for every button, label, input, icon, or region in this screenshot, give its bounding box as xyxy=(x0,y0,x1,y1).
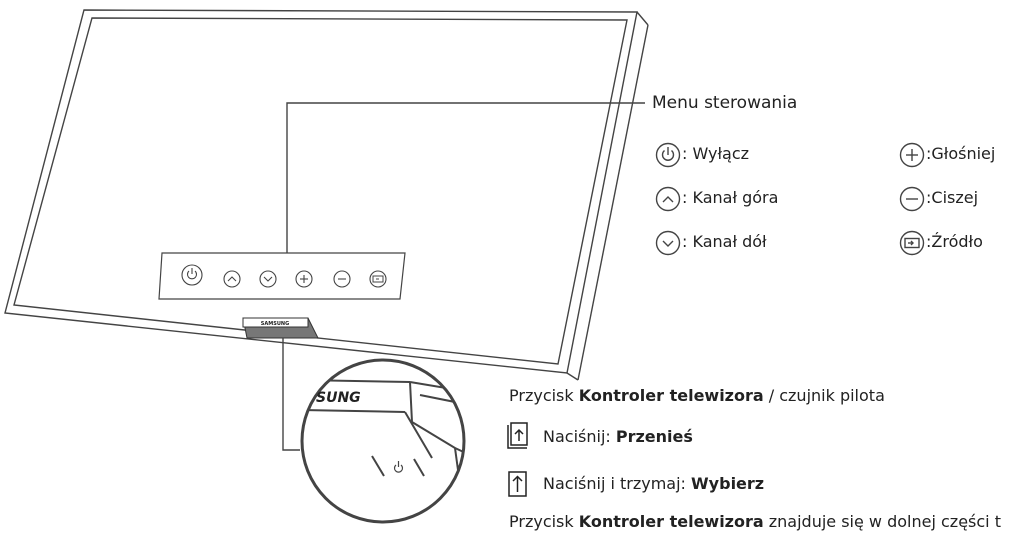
controller-note-prefix: Przycisk xyxy=(509,512,579,531)
panel-volume-down-button[interactable] xyxy=(333,270,351,288)
controller-heading-prefix: Przycisk xyxy=(509,386,579,405)
press-action: Przenieś xyxy=(615,427,693,446)
minus-icon xyxy=(899,186,925,212)
volume-down-label: :Ciszej xyxy=(926,188,979,207)
power-label: : Wyłącz xyxy=(682,144,750,163)
press-hold-select-icon xyxy=(508,471,527,497)
hold-instruction: Naciśnij i trzymaj: Wybierz xyxy=(543,474,764,493)
tv-frame xyxy=(4,9,649,381)
power-icon xyxy=(655,142,681,168)
source-label: :Źródło xyxy=(926,232,983,251)
zoom-leader-line xyxy=(282,338,300,451)
controller-note-suffix: znajduje się w dolnej części t xyxy=(763,512,1001,531)
plus-icon xyxy=(899,142,925,168)
controller-heading-suffix: / czujnik pilota xyxy=(763,386,885,405)
press-move-icon xyxy=(507,422,528,449)
tv-logo-block: SAMSUNG xyxy=(242,317,319,339)
zoom-brand-text: SUNG xyxy=(316,390,361,406)
hold-label: Naciśnij i trzymaj: xyxy=(543,474,692,493)
panel-power-button[interactable] xyxy=(181,264,203,286)
controller-heading: Przycisk Kontroler telewizora / czujnik … xyxy=(509,386,885,405)
channel-down-label: : Kanał dół xyxy=(682,232,767,251)
chevron-down-icon xyxy=(655,230,681,256)
source-icon xyxy=(899,230,925,256)
press-label: Naciśnij: xyxy=(543,427,616,446)
zoom-detail: SUNG xyxy=(300,358,466,524)
panel-channel-down-button[interactable] xyxy=(259,270,277,288)
tv-brand-logo: SAMSUNG xyxy=(261,321,289,327)
chevron-up-icon xyxy=(655,186,681,212)
controller-note: Przycisk Kontroler telewizora znajduje s… xyxy=(509,512,1001,531)
channel-up-label: : Kanał góra xyxy=(682,188,779,207)
panel-source-button[interactable] xyxy=(369,270,387,288)
panel-volume-up-button[interactable] xyxy=(295,270,313,288)
control-panel xyxy=(158,252,406,300)
control-menu-title: Menu sterowania xyxy=(652,93,798,113)
volume-up-label: :Głośniej xyxy=(926,144,996,163)
controller-note-bold: Kontroler telewizora xyxy=(578,512,764,531)
zoom-power-icon xyxy=(393,461,404,473)
hold-action: Wybierz xyxy=(691,474,765,493)
press-instruction: Naciśnij: Przenieś xyxy=(543,427,693,446)
menu-leader-line xyxy=(286,102,645,257)
panel-channel-up-button[interactable] xyxy=(223,270,241,288)
controller-heading-bold: Kontroler telewizora xyxy=(578,386,764,405)
